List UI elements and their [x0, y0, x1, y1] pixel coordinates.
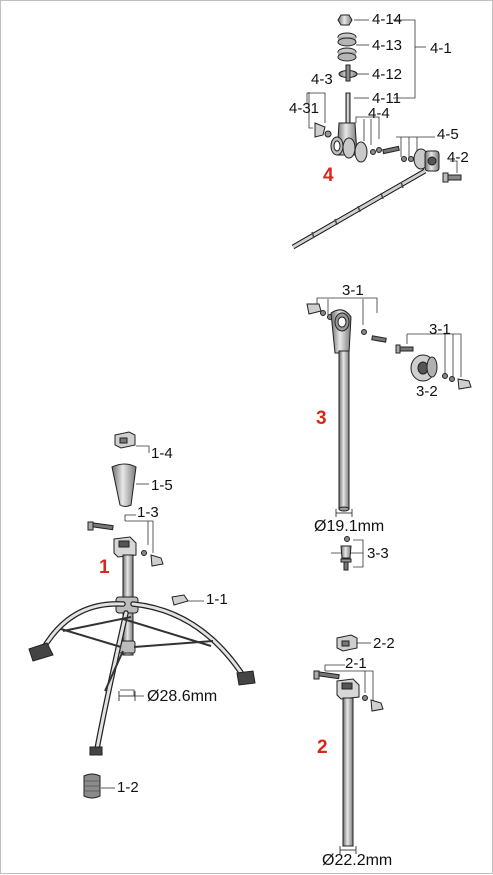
part-label-2-2: 2-2 — [373, 635, 395, 652]
upper-tube-assembly — [313, 634, 384, 854]
part-label-1-1: 1-1 — [206, 591, 228, 608]
part-label-4-14: 4-14 — [372, 11, 403, 28]
part-label-2-1: 2-1 — [345, 655, 367, 672]
tripod-base-assembly — [28, 431, 256, 799]
part-label-4-31: 4-31 — [289, 100, 320, 117]
leader-lines-1 — [101, 445, 204, 789]
part-label-4-12: 4-12 — [372, 66, 403, 83]
part-label-1-5: 1-5 — [151, 477, 173, 494]
dimension-label-3: Ø19.1mm — [314, 518, 385, 535]
leader-lines-3 — [316, 297, 462, 568]
dimension-label-2: Ø22.2mm — [322, 852, 393, 869]
section-number-2: 2 — [317, 737, 328, 758]
part-label-1-4: 1-4 — [151, 445, 173, 462]
part-label-1-2: 1-2 — [117, 779, 139, 796]
section-number-4: 4 — [323, 165, 334, 186]
part-label-4-11: 4-11 — [372, 90, 401, 107]
leader-lines-2 — [324, 642, 374, 701]
part-label-4-1: 4-1 — [430, 40, 452, 57]
section-number-3: 3 — [316, 408, 327, 429]
part-label-3-3: 3-3 — [367, 545, 389, 562]
boom-arm-assembly — [291, 14, 462, 250]
part-label-3-1-lower: 3-1 — [429, 321, 451, 338]
part-label-1-3: 1-3 — [137, 504, 159, 521]
dimension-label-1: Ø28.6mm — [147, 688, 218, 705]
tilter-tube-assembly — [306, 297, 472, 571]
part-label-4-5: 4-5 — [437, 126, 459, 143]
part-label-4-2: 4-2 — [447, 149, 469, 166]
section-number-1: 1 — [99, 557, 110, 578]
part-label-4-3: 4-3 — [311, 71, 333, 88]
part-label-3-2: 3-2 — [416, 383, 438, 400]
part-label-4-4: 4-4 — [368, 105, 390, 122]
part-label-4-13: 4-13 — [372, 37, 403, 54]
part-label-3-1-upper: 3-1 — [342, 282, 364, 299]
